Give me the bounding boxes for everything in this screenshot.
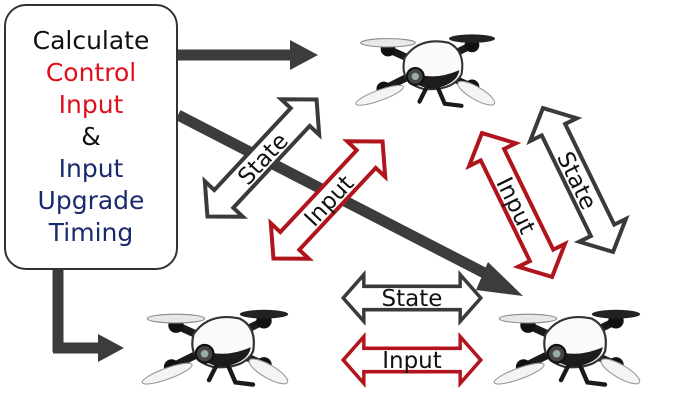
box-line-ampersand: & <box>81 122 101 151</box>
arrow-to-bottom-left-drone <box>52 270 124 362</box>
input-label-bottom: Input <box>382 348 442 374</box>
state-label-bottom: State <box>382 286 443 312</box>
box-line-control: Control <box>45 58 137 87</box>
drone-top-icon <box>354 34 497 109</box>
calculation-box: Calculate Control Input & Input Upgrade … <box>4 4 178 270</box>
box-line-calculate: Calculate <box>32 26 150 55</box>
box-line-input-navy: Input <box>58 154 124 183</box>
box-line-timing: Timing <box>48 218 134 247</box>
arrow-to-top-drone <box>178 40 318 70</box>
box-line-input-red: Input <box>58 90 124 119</box>
box-line-upgrade: Upgrade <box>37 186 145 215</box>
drone-bottom-left-icon <box>141 310 291 388</box>
drone-bottom-right-icon <box>493 310 643 388</box>
